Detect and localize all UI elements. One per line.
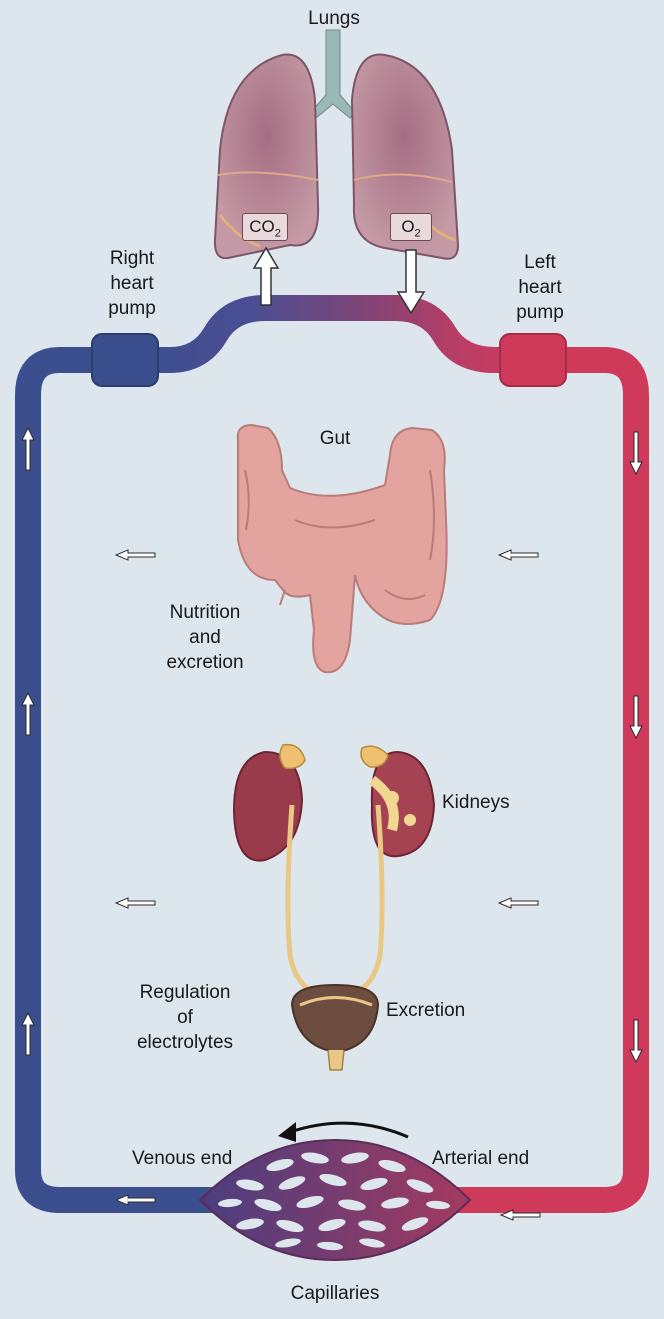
- nutrition-line-1: Nutrition: [150, 600, 260, 625]
- left-heart-line-2: heart: [500, 275, 580, 300]
- right-heart-pump: [92, 334, 158, 386]
- kidneys-illustration: [234, 745, 434, 995]
- o2-sub: 2: [415, 227, 421, 239]
- lungs-label: Lungs: [304, 6, 364, 31]
- regulation-label: Regulation of electrolytes: [120, 980, 250, 1055]
- arterial-end-label: Arterial end: [432, 1146, 529, 1171]
- arterial-vessel: [450, 360, 636, 1200]
- o2-main: O: [401, 217, 414, 236]
- regulation-line-2: of: [120, 1005, 250, 1030]
- right-heart-line-1: Right: [92, 246, 172, 271]
- adrenal-right: [361, 746, 388, 767]
- regulation-line-1: Regulation: [120, 980, 250, 1005]
- trachea: [311, 30, 355, 118]
- gut-label: Gut: [310, 426, 360, 451]
- bladder-illustration: [292, 985, 378, 1070]
- capillary-flow-arrow: [290, 1123, 408, 1137]
- kidneys-label: Kidneys: [442, 790, 510, 815]
- nutrition-label: Nutrition and excretion: [150, 600, 260, 675]
- excretion-label: Excretion: [386, 998, 465, 1023]
- right-heart-pump-label: Right heart pump: [92, 246, 172, 321]
- regulation-line-3: electrolytes: [120, 1030, 250, 1055]
- venous-vessel: [28, 360, 220, 1200]
- left-heart-line-3: pump: [500, 300, 580, 325]
- co2-sub: 2: [275, 227, 281, 239]
- left-heart-pump-label: Left heart pump: [500, 250, 580, 325]
- pulmonary-vessel: [128, 308, 540, 360]
- nutrition-line-2: and: [150, 625, 260, 650]
- gut-illustration: [238, 425, 447, 672]
- capillaries-label: Capillaries: [270, 1281, 400, 1306]
- left-heart-pump: [500, 334, 566, 386]
- right-heart-line-3: pump: [92, 296, 172, 321]
- right-heart-line-2: heart: [92, 271, 172, 296]
- left-heart-line-1: Left: [500, 250, 580, 275]
- co2-main: CO: [249, 217, 275, 236]
- nutrition-line-3: excretion: [150, 650, 260, 675]
- capillary-bed: [200, 1140, 470, 1260]
- adrenal-left: [280, 745, 305, 769]
- venous-end-label: Venous end: [132, 1146, 232, 1171]
- co2-label: CO2: [242, 213, 288, 241]
- o2-label: O2: [390, 213, 432, 241]
